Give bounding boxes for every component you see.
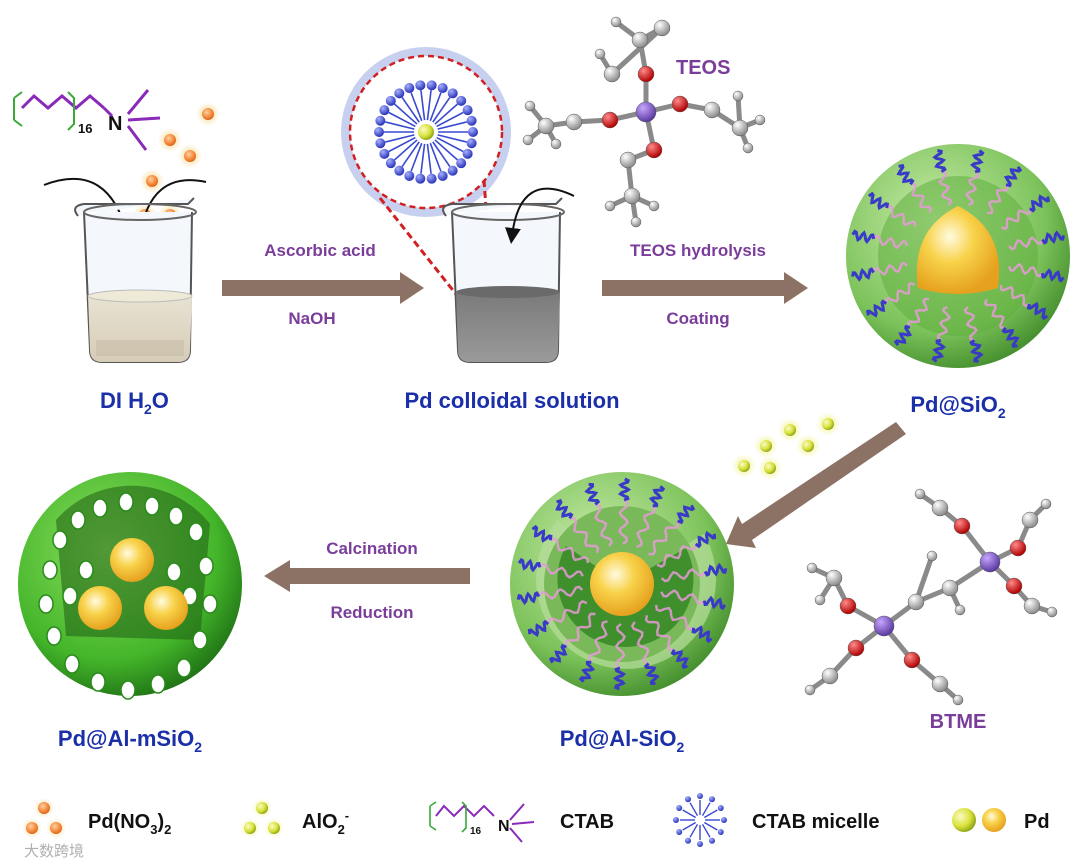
ctab-n16-label: 16 — [78, 121, 92, 136]
legend-ctab: CTAB — [560, 811, 614, 833]
legend-ctab-n16: 16 — [470, 826, 482, 837]
legend-ctab-n: N — [498, 818, 510, 835]
legend-ctab-icon: 16 N — [429, 801, 535, 843]
arrow1-label-top: Ascorbic acid — [264, 241, 376, 260]
arrow2-label-top: TEOS hydrolysis — [630, 241, 766, 260]
arrow1-label-bottom: NaOH — [288, 309, 335, 328]
arrow3-label-bottom: Reduction — [330, 603, 413, 622]
teos-molecule — [522, 16, 766, 228]
arrow-step3 — [264, 560, 470, 592]
legend-aluminate-icon — [240, 798, 284, 838]
arrow-step-al — [726, 422, 906, 548]
pd-al-msio2-particle — [18, 472, 242, 700]
label-pd-al-sio2: Pd@Al-SiO2 — [560, 726, 685, 755]
micelle-zoom — [341, 47, 511, 337]
pd-al-sio2-particle — [510, 472, 734, 696]
arrow-step1 — [222, 272, 424, 304]
legend-pd-icon — [952, 808, 1006, 832]
aluminate-particles — [732, 412, 840, 480]
arrow-step2 — [602, 272, 808, 304]
legend-micelle-icon — [673, 793, 727, 847]
legend: Pd(NO3)2 AlO2- 16 N CTAB CTAB micelle Pd — [22, 793, 1050, 847]
label-di-water: DI H2O — [100, 388, 169, 417]
btme-molecule — [804, 488, 1058, 706]
legend-pd-nitrate: Pd(NO3)2 — [88, 811, 171, 837]
legend-ctab-micelle: CTAB micelle — [752, 811, 879, 833]
ctab-n-label: N — [108, 113, 122, 135]
label-teos: TEOS — [676, 57, 730, 79]
label-pd-al-msio2: Pd@Al-mSiO2 — [58, 726, 202, 755]
label-pd-sio2: Pd@SiO2 — [910, 392, 1005, 421]
arrow2-label-bottom: Coating — [666, 309, 729, 328]
pd-sio2-particle — [846, 144, 1070, 368]
ctab-structure: 16 N — [13, 89, 161, 151]
legend-pd: Pd — [1024, 811, 1050, 833]
label-pd-colloidal: Pd colloidal solution — [404, 388, 619, 413]
beaker-pd-colloid — [442, 187, 575, 363]
label-btme: BTME — [930, 711, 987, 733]
legend-aluminate: AlO2- — [302, 808, 349, 837]
beaker-di-water — [74, 197, 197, 363]
watermark: 大数跨境 — [24, 842, 84, 860]
arrow3-label-top: Calcination — [326, 539, 418, 558]
legend-pd-nitrate-icon — [22, 798, 66, 838]
